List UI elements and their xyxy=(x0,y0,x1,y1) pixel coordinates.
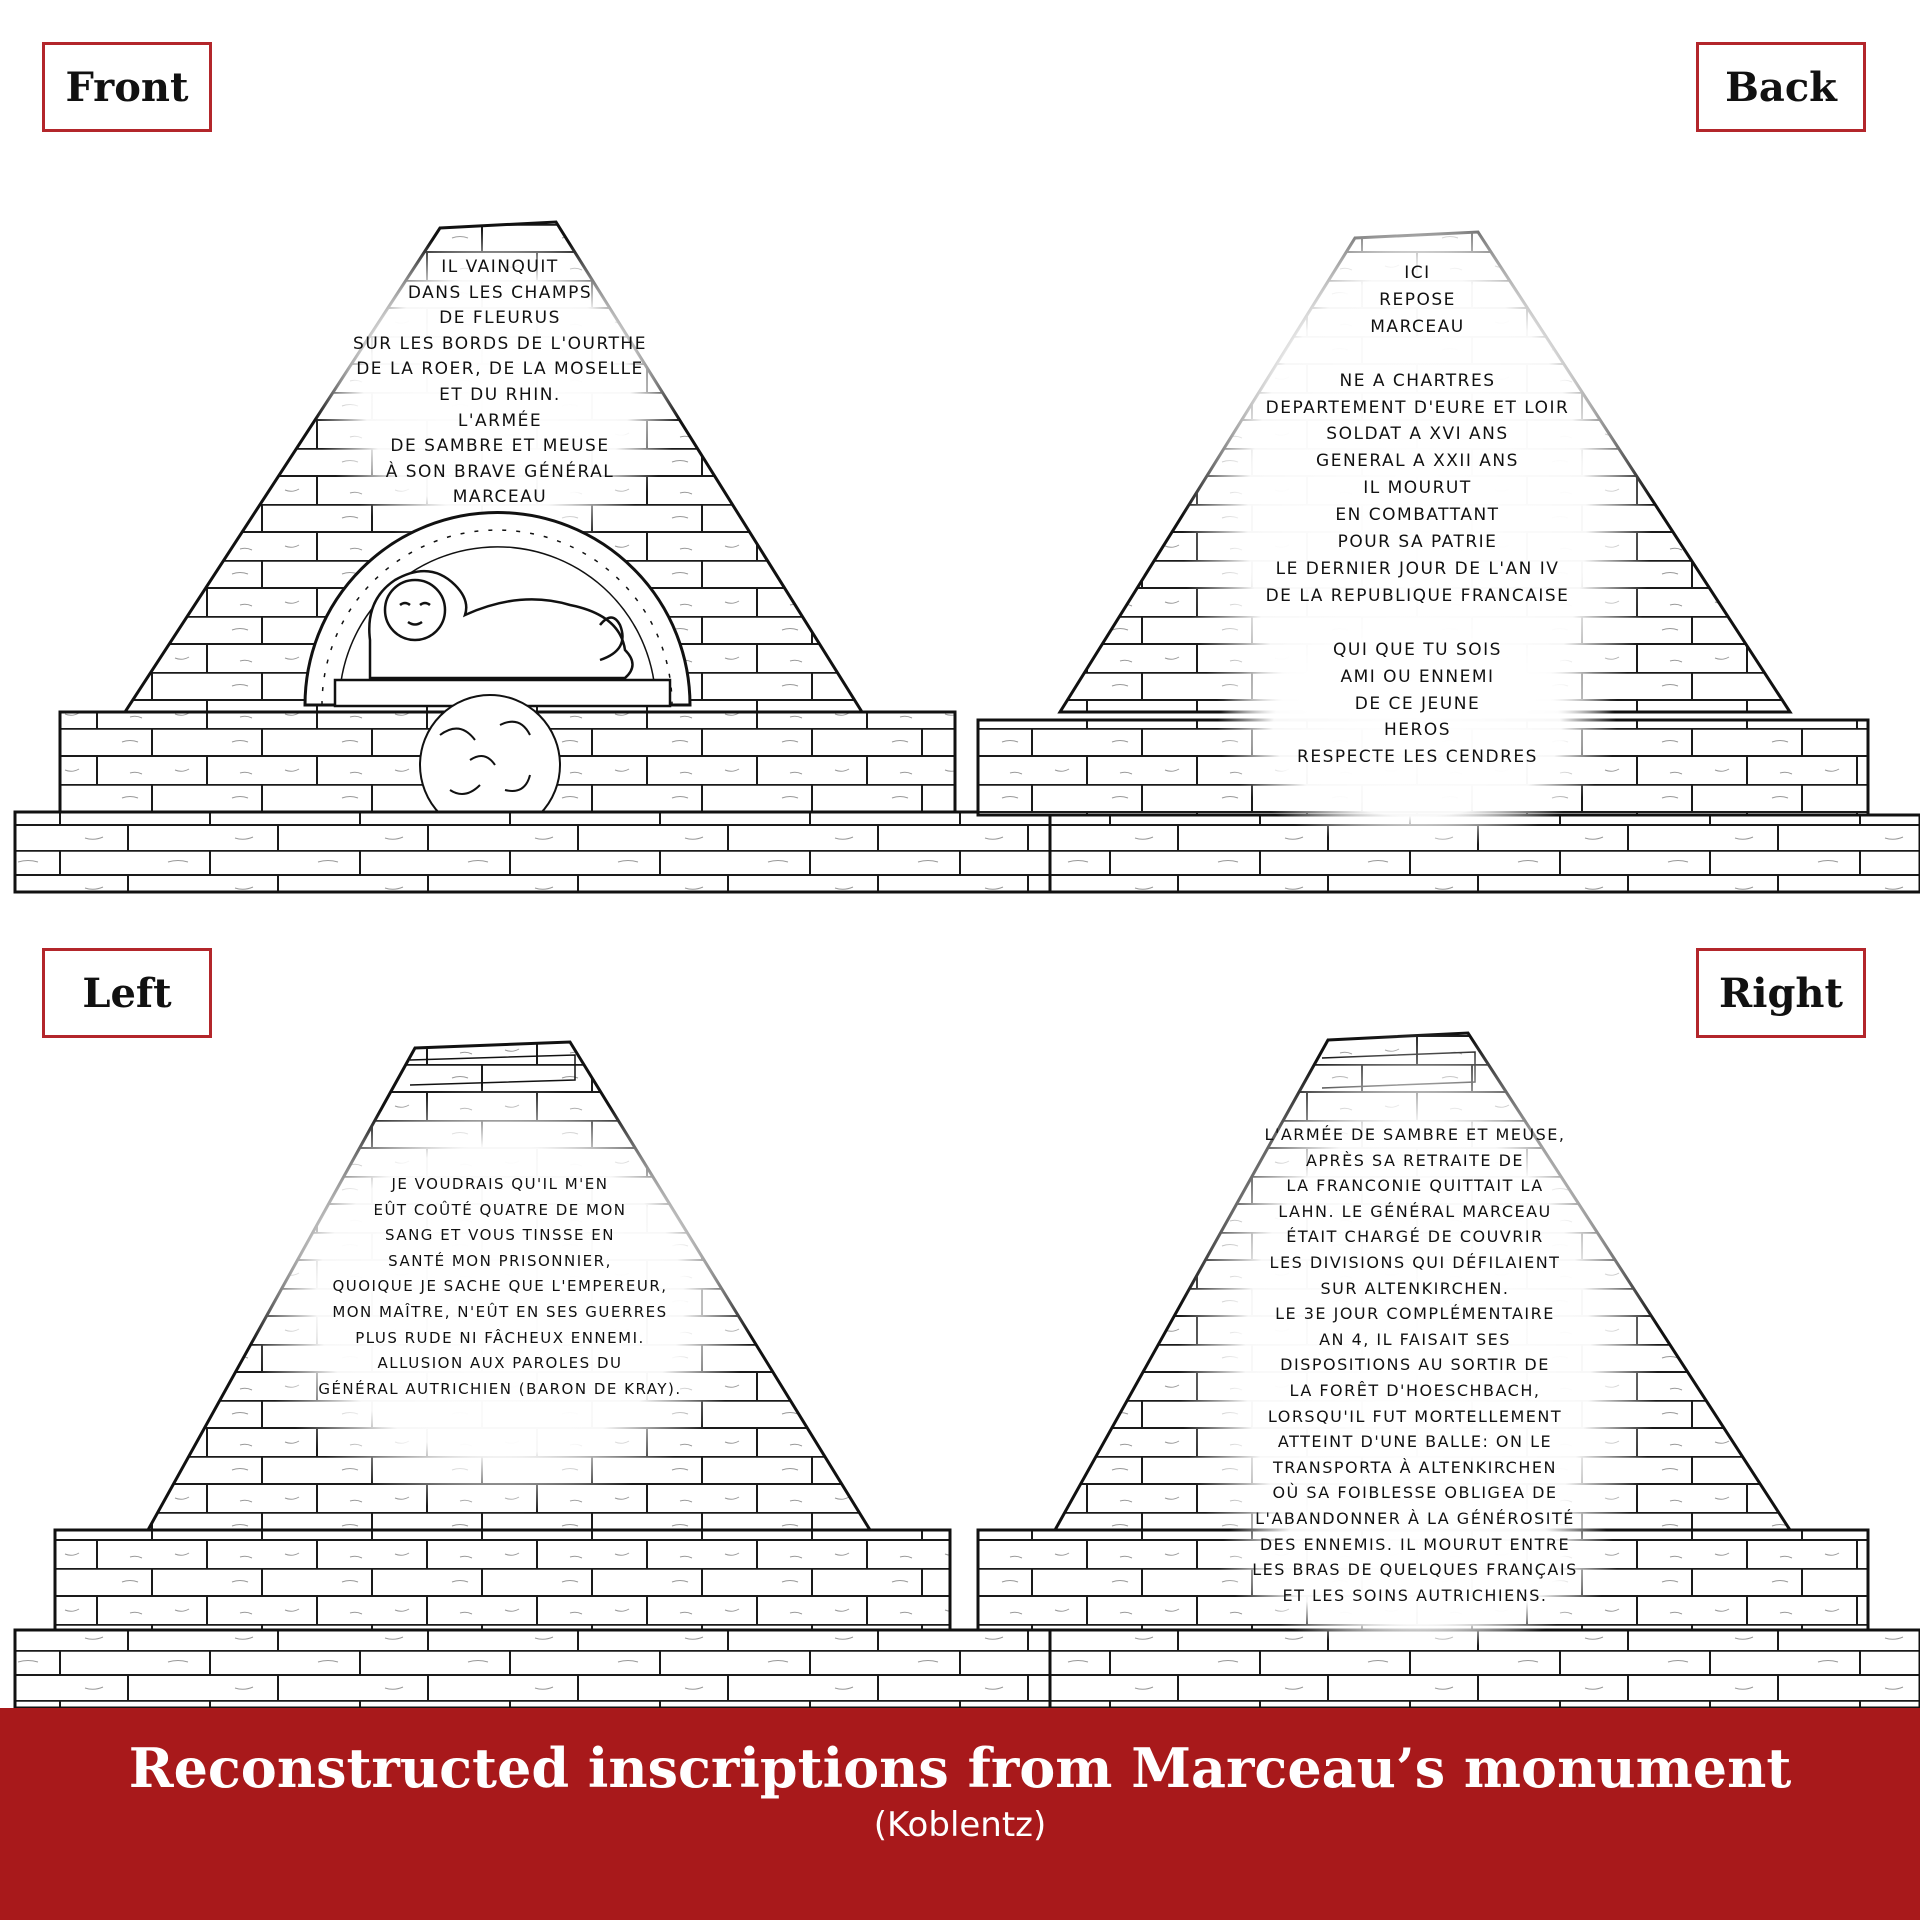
label-front: Front xyxy=(42,42,212,132)
label-back: Back xyxy=(1696,42,1866,132)
inscription-front: Il vainquit dans les champs de Fleurus s… xyxy=(353,257,647,508)
monument-back xyxy=(976,175,1920,894)
monument-front xyxy=(13,220,1052,894)
inscription-back: Ici repose Marceau Ne a Chartres Departe… xyxy=(1265,263,1570,768)
inscription-left: Je voudrais qu'il m'en eût coûté quatre … xyxy=(318,1175,682,1398)
banner-subtitle: (Koblentz) xyxy=(873,1804,1047,1845)
lion-sculpture-icon xyxy=(333,569,672,708)
inscription-right: L'armée de Sambre et Meuse, après sa ret… xyxy=(1252,1125,1578,1605)
caption-banner: Reconstructed inscriptions from Marceau’… xyxy=(0,1708,1920,1920)
label-left: Left xyxy=(42,948,212,1038)
monument-right xyxy=(976,1030,1920,1710)
label-right: Right xyxy=(1696,948,1866,1038)
banner-title: Reconstructed inscriptions from Marceau’… xyxy=(128,1736,1792,1800)
monument-left xyxy=(13,1040,1052,1710)
